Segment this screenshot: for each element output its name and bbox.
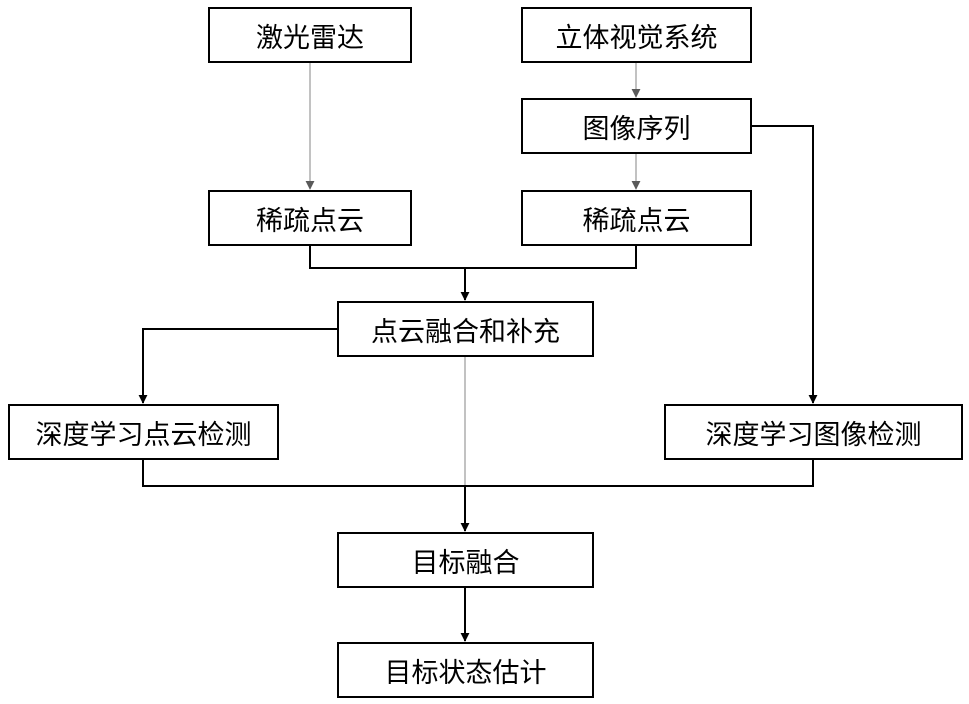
node-target-state-estimation: 目标状态估计	[337, 642, 594, 698]
node-sparse-point-cloud-lidar: 稀疏点云	[208, 190, 412, 246]
edge-sparse-merge-line	[310, 246, 636, 268]
node-lidar: 激光雷达	[208, 7, 412, 63]
node-stereo-vision-system: 立体视觉系统	[521, 7, 752, 63]
node-deep-learning-pointcloud-detection: 深度学习点云检测	[8, 404, 279, 460]
node-sparse-point-cloud-stereo: 稀疏点云	[521, 190, 752, 246]
node-deep-learning-image-detection: 深度学习图像检测	[664, 404, 963, 460]
edge-imgseq-to-dl-image	[752, 126, 813, 403]
edge-fusion-to-dl-pointcloud	[143, 329, 337, 403]
edge-detection-merge-line	[143, 460, 813, 486]
node-point-cloud-fusion: 点云融合和补充	[337, 301, 594, 357]
node-target-fusion: 目标融合	[337, 532, 594, 588]
node-image-sequence: 图像序列	[521, 98, 752, 154]
